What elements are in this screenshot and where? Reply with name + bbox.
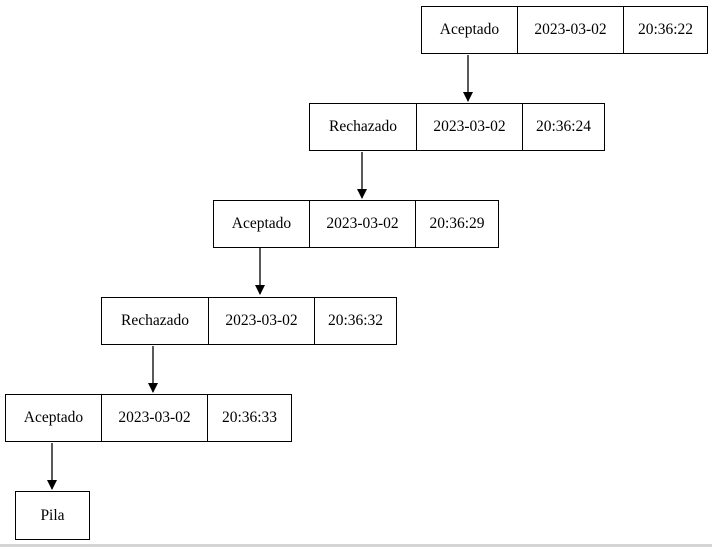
record-node-1: Aceptado 2023-03-02 20:36:22	[421, 6, 708, 54]
record-date: 2023-03-02	[517, 7, 623, 53]
record-time: 20:36:33	[207, 395, 291, 441]
record-time: 20:36:29	[415, 201, 498, 247]
record-node-5: Aceptado 2023-03-02 20:36:33	[5, 394, 292, 442]
record-node-4: Rechazado 2023-03-02 20:36:32	[101, 297, 397, 345]
record-state: Aceptado	[439, 21, 500, 38]
record-date: 2023-03-02	[309, 201, 415, 247]
record-date: 2023-03-02	[101, 395, 207, 441]
record-state: Rechazado	[121, 312, 189, 329]
record-node-3: Aceptado 2023-03-02 20:36:29	[213, 200, 499, 248]
record-time: 20:36:32	[314, 298, 396, 344]
record-time: 20:36:24	[522, 104, 604, 150]
record-node-2: Rechazado 2023-03-02 20:36:24	[309, 103, 605, 151]
record-time: 20:36:22	[623, 7, 707, 53]
record-state: Rechazado	[329, 118, 397, 135]
record-date: 2023-03-02	[208, 298, 314, 344]
window-bottom-edge	[0, 544, 712, 547]
pila-node: Pila	[15, 491, 90, 540]
record-state: Aceptado	[231, 215, 292, 232]
record-state: Aceptado	[23, 409, 84, 426]
record-date: 2023-03-02	[416, 104, 522, 150]
